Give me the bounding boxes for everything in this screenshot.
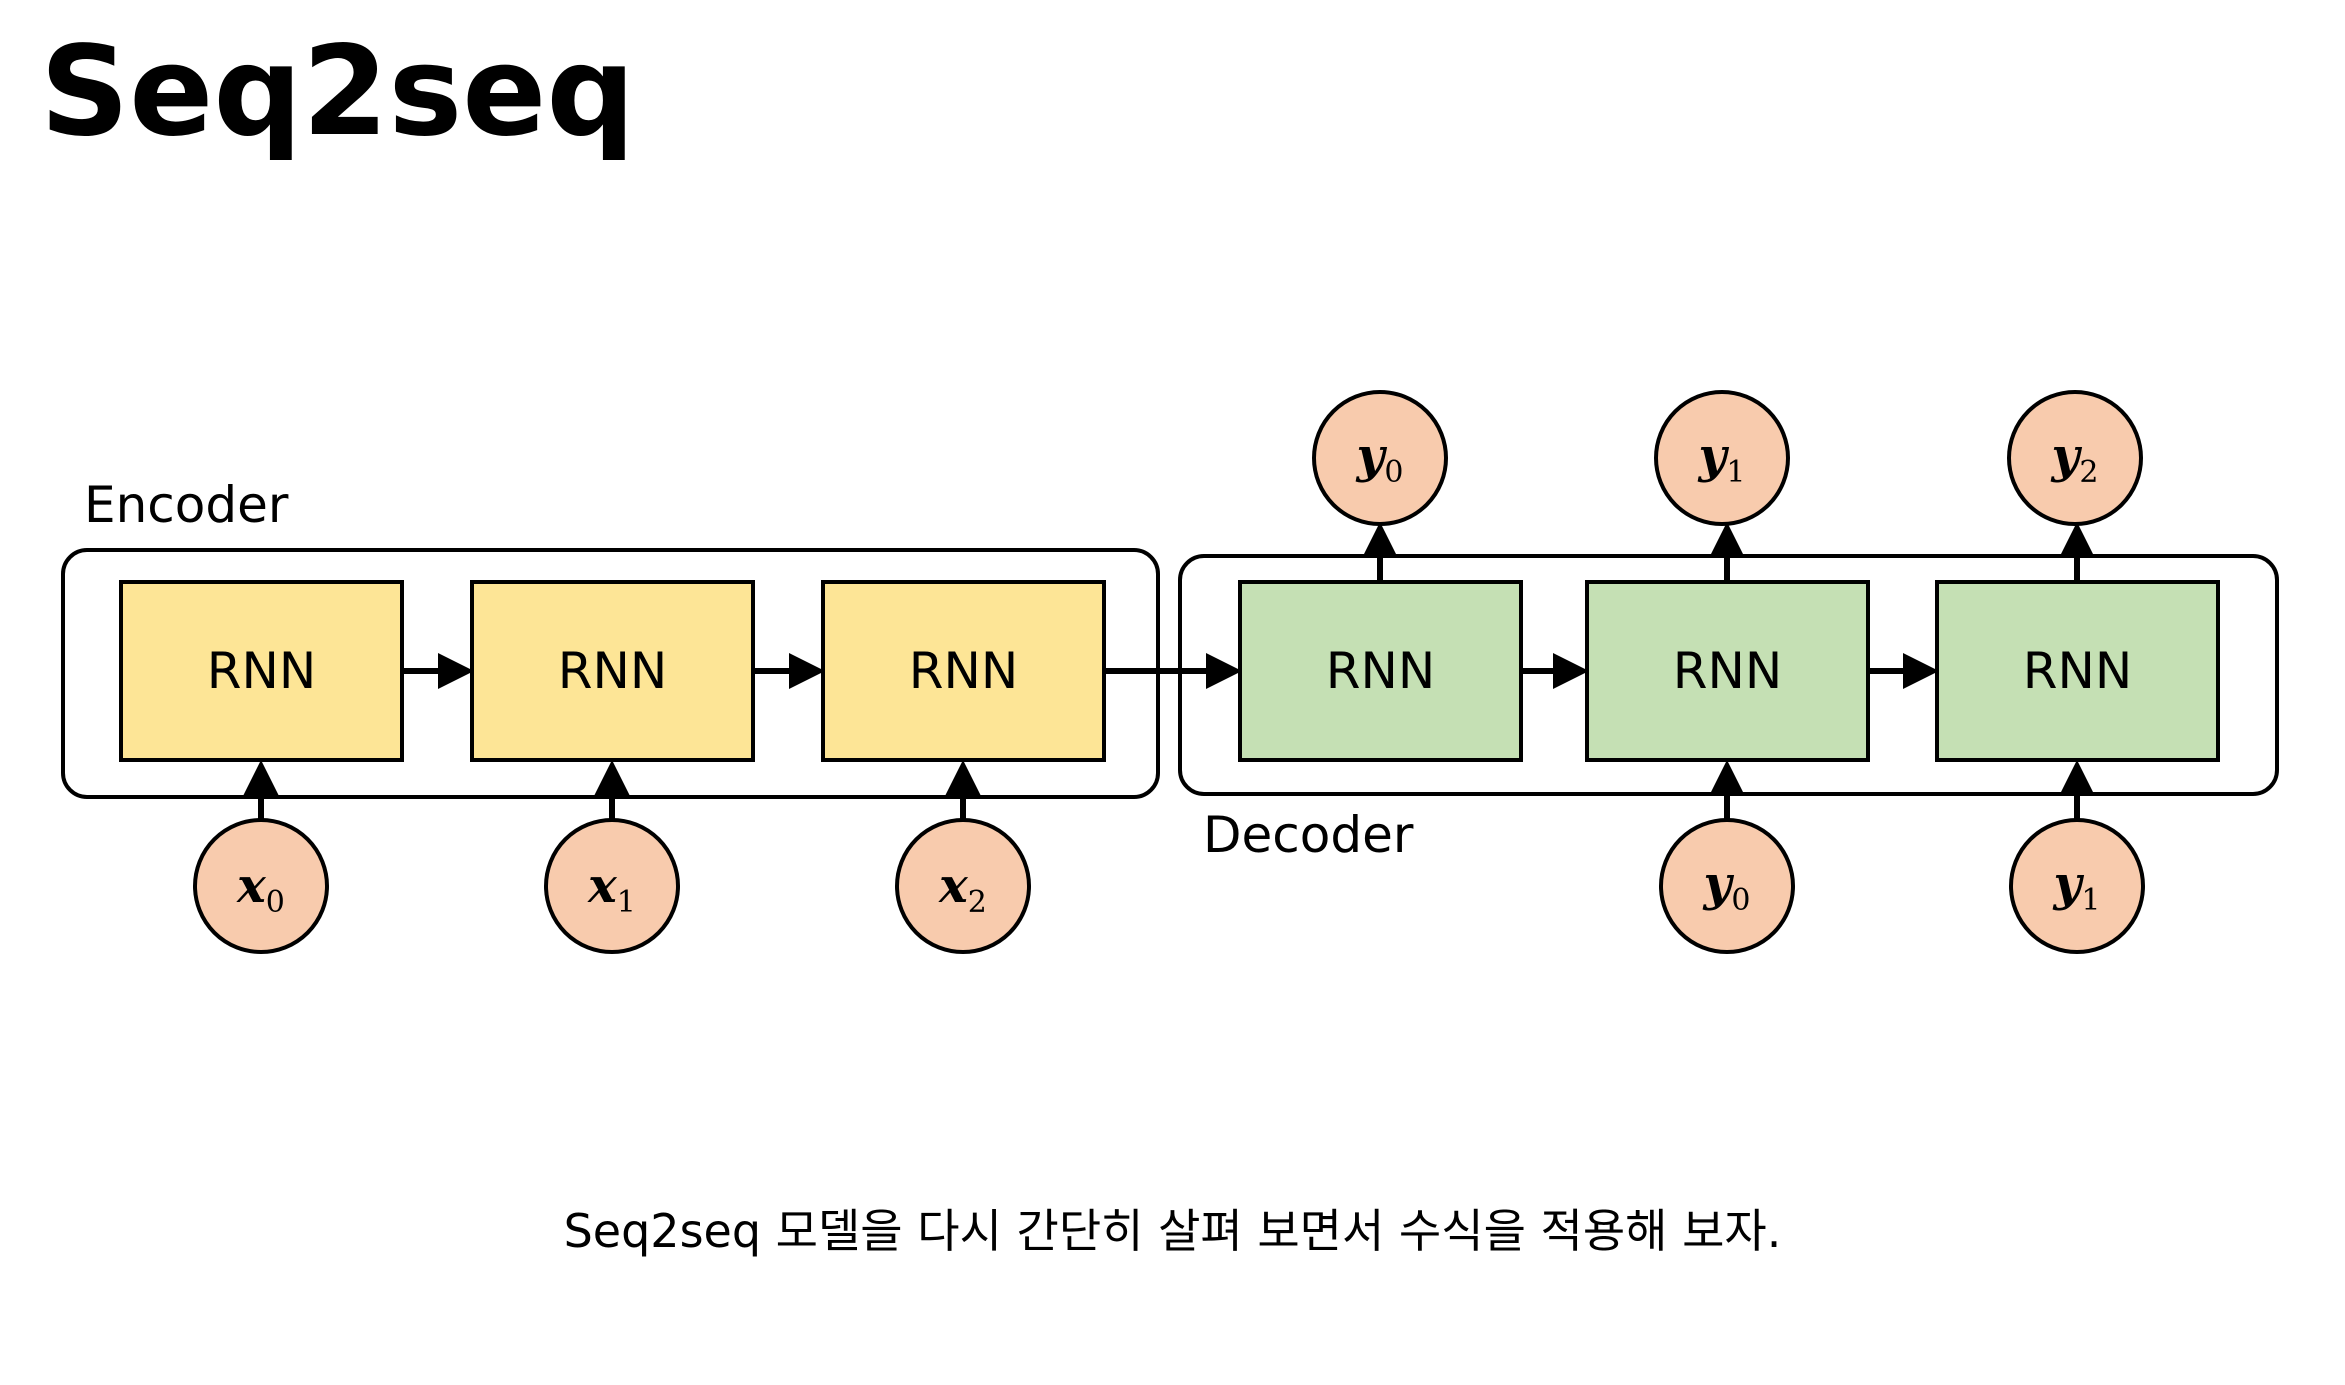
- svg-text:y1: y1: [1698, 428, 1746, 490]
- token-output-y0: y0: [1312, 390, 1448, 526]
- encoder-cell-2: RNN: [821, 580, 1106, 762]
- svg-text:RNN: RNN: [558, 642, 668, 700]
- token-x1: x1: [544, 818, 680, 954]
- decoder-cell-2: RNN: [1935, 580, 2220, 762]
- caption: Seq2seq 모델을 다시 간단히 살펴 보면서 수식을 적용해 보자.: [563, 1204, 1782, 1258]
- token-x2: x2: [895, 818, 1031, 954]
- encoder-cell-0: RNN: [119, 580, 404, 762]
- svg-text:RNN: RNN: [2023, 642, 2133, 700]
- token-output-y2: y2: [2007, 390, 2143, 526]
- svg-text:y2: y2: [2051, 428, 2099, 490]
- encoder-label: Encoder: [84, 476, 289, 534]
- token-x0: x0: [193, 818, 329, 954]
- token-decoder-input-y1: y1: [2009, 818, 2145, 954]
- svg-text:y0: y0: [1356, 428, 1404, 490]
- svg-text:RNN: RNN: [207, 642, 317, 700]
- svg-text:y0: y0: [1703, 856, 1751, 918]
- svg-text:RNN: RNN: [1326, 642, 1436, 700]
- svg-text:RNN: RNN: [909, 642, 1019, 700]
- token-output-y1: y1: [1654, 390, 1790, 526]
- svg-text:x1: x1: [587, 858, 636, 920]
- page-title: Seq2seq: [40, 20, 636, 164]
- svg-text:y1: y1: [2053, 856, 2101, 918]
- decoder-label: Decoder: [1203, 806, 1414, 864]
- decoder-cell-1: RNN: [1585, 580, 1870, 762]
- decoder-cell-0: RNN: [1238, 580, 1523, 762]
- token-decoder-input-y0: y0: [1659, 818, 1795, 954]
- svg-text:RNN: RNN: [1673, 642, 1783, 700]
- encoder-cell-1: RNN: [470, 580, 755, 762]
- svg-text:x0: x0: [236, 858, 285, 920]
- svg-text:x2: x2: [938, 858, 987, 920]
